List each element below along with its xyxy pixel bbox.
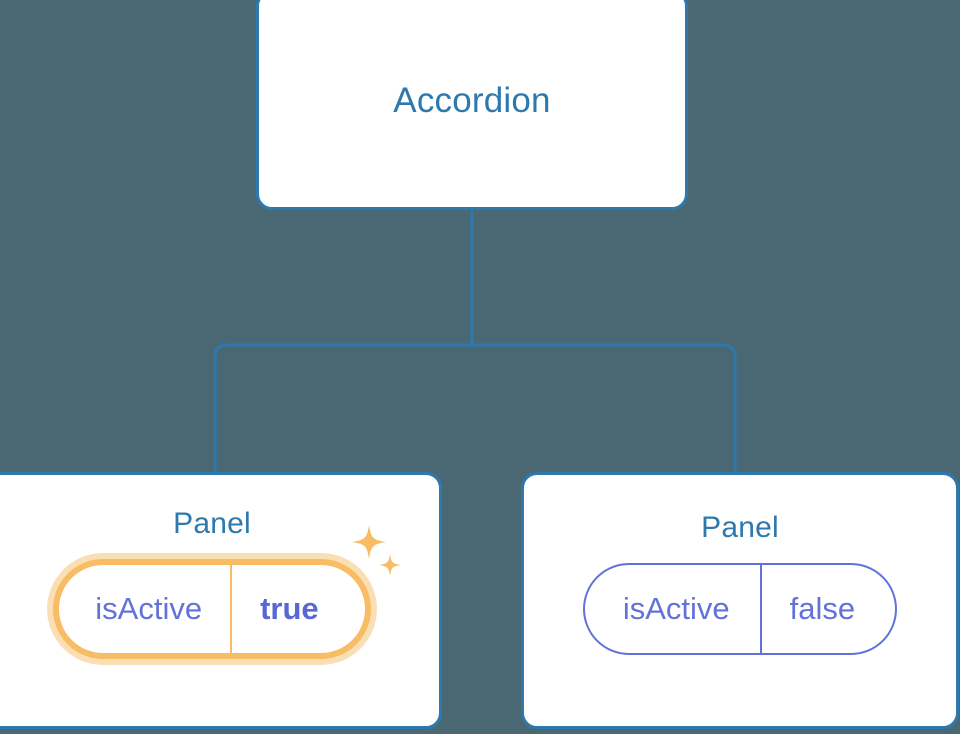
prop-pill-isactive-false[interactable]: isActive false <box>582 563 898 655</box>
prop-value-label: true <box>230 565 365 653</box>
prop-pill-isactive-true[interactable]: isActive true <box>53 559 371 659</box>
sparkle-large-icon <box>351 525 386 559</box>
node-title-panel-inactive: Panel <box>701 511 779 544</box>
prop-key-label: isActive <box>95 591 203 626</box>
sparkle-small-icon <box>378 554 401 576</box>
prop-pill-container-inactive: isActive false <box>582 563 898 655</box>
prop-pill-glow-ring: isActive true <box>47 525 401 665</box>
connector-child-bus <box>213 343 737 472</box>
tree-node-panel-inactive[interactable]: Panel isActive false <box>521 472 959 729</box>
prop-key-label: isActive <box>622 591 730 626</box>
node-title-panel-active: Panel <box>173 507 251 540</box>
tree-node-accordion[interactable]: Accordion <box>256 0 688 210</box>
node-title-accordion: Accordion <box>393 80 551 120</box>
prop-value-label: false <box>759 565 895 653</box>
prop-pill-container-active: isActive true <box>47 525 401 665</box>
tree-node-panel-active[interactable]: Panel isActive true <box>0 472 442 729</box>
